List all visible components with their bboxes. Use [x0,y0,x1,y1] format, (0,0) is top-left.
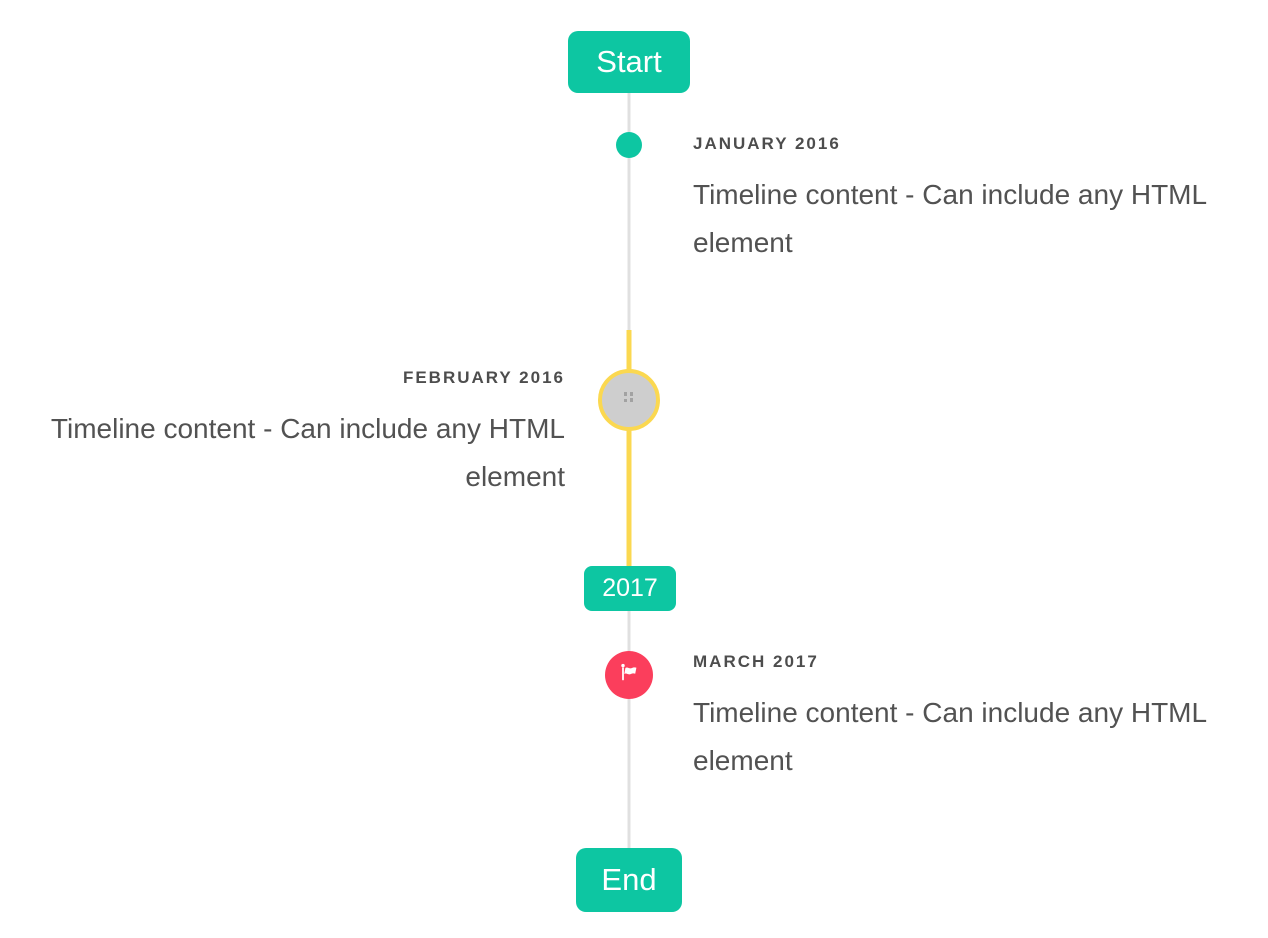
flag-icon [617,661,641,690]
timeline-item-content: Timeline content - Can include any HTML … [50,413,565,492]
timeline-line-segment-bottom [627,611,631,849]
timeline-item-content: Timeline content - Can include any HTML … [693,179,1207,258]
timeline-item-february-2016: FEBRUARY 2016 Timeline content - Can inc… [5,368,565,501]
timeline-item-title: FEBRUARY 2016 [402,368,565,387]
timeline-year-badge: 2017 [584,566,676,611]
timeline-item-title: JANUARY 2016 [693,134,841,153]
broken-image-icon [620,391,638,410]
timeline-image-marker [598,369,660,431]
timeline-item-january-2016: JANUARY 2016 Timeline content - Can incl… [693,134,1233,267]
timeline-start-badge: Start [568,31,690,93]
timeline-end-badge: End [576,848,682,912]
timeline-line-segment-top [627,92,631,332]
timeline-item-title: MARCH 2017 [693,652,819,671]
timeline-dot-marker [616,132,642,158]
timeline-flag-marker [605,651,653,699]
timeline-item-content: Timeline content - Can include any HTML … [693,697,1207,776]
timeline-line-segment-highlighted [626,330,632,567]
timeline-item-march-2017: MARCH 2017 Timeline content - Can includ… [693,652,1233,785]
